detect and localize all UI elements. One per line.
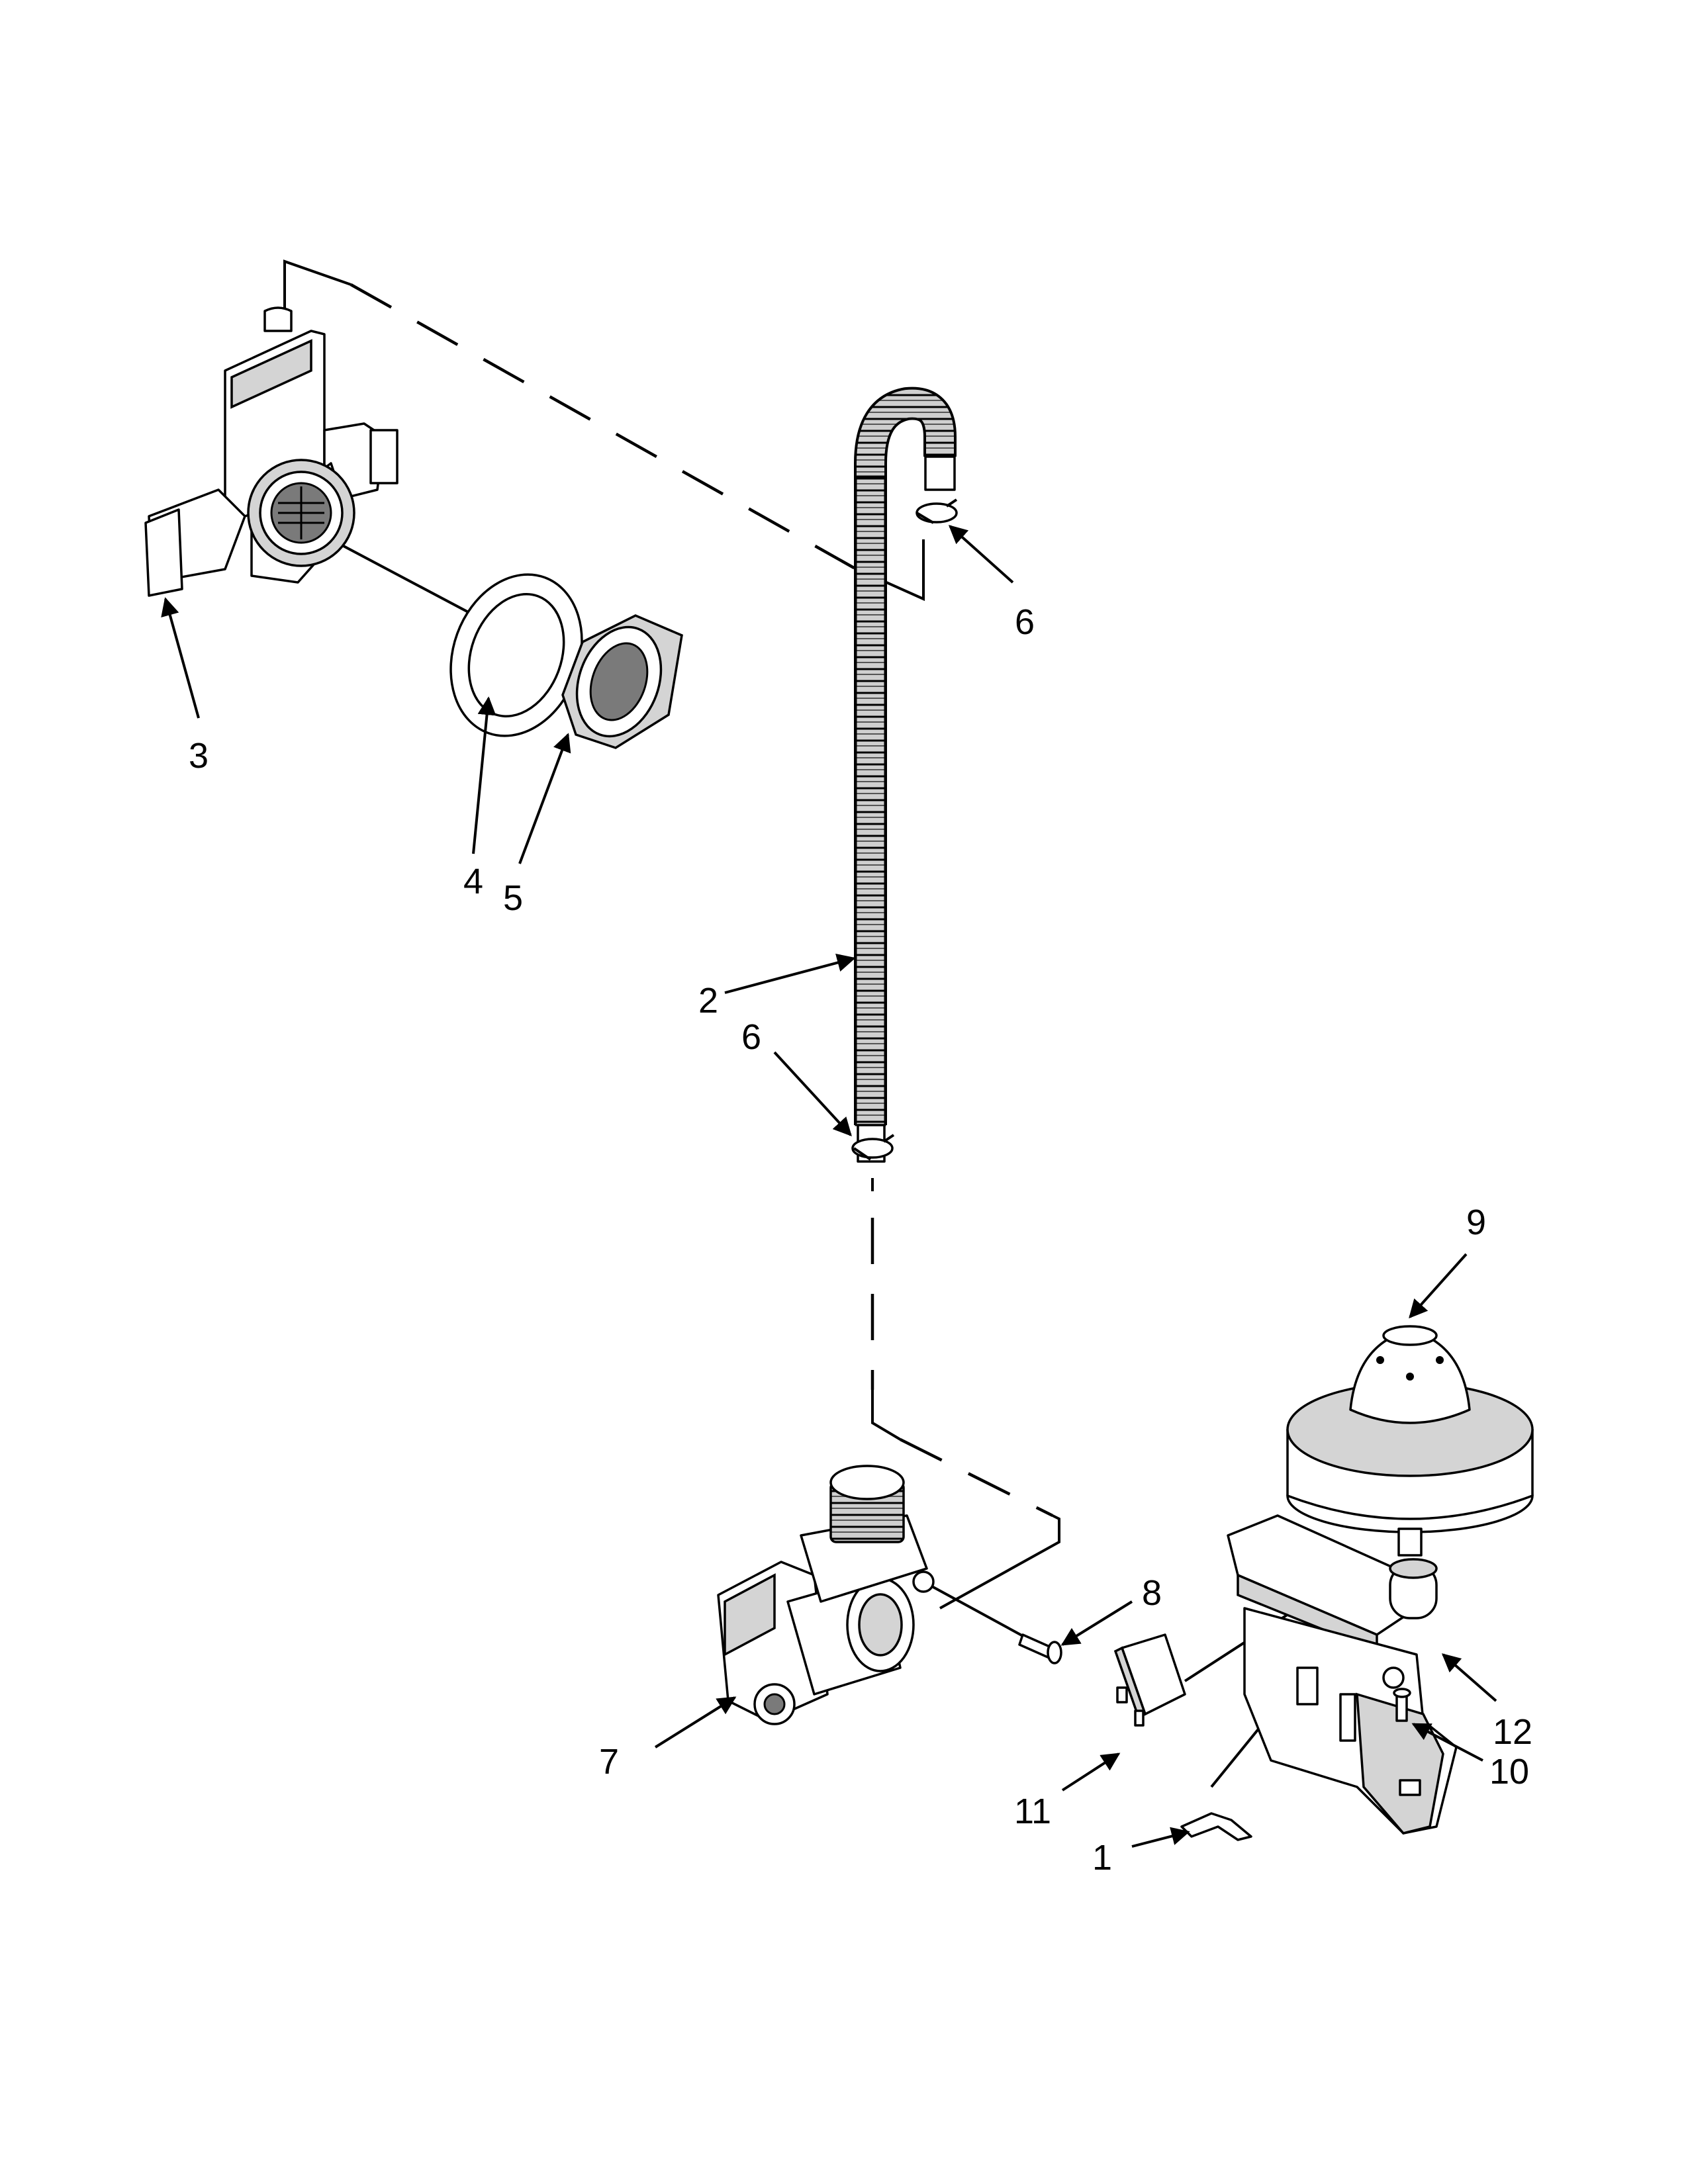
nut [561,614,683,749]
callout-8: 8 [1142,1573,1162,1613]
fill-hose [854,387,957,1163]
screw [1018,1633,1062,1664]
callout-1: 1 [1092,1838,1112,1878]
callout-7: 7 [599,1742,619,1782]
callout-3: 3 [189,736,209,776]
bracket-screw [1393,1688,1411,1722]
callout-6-top: 6 [1015,602,1035,642]
vent-housing [144,306,399,597]
callout-10: 10 [1489,1752,1529,1792]
callout-12: 12 [1493,1712,1532,1752]
callout-5: 5 [503,878,523,918]
hose-clamp-bottom [851,1134,895,1161]
gasket [449,573,583,737]
float [1286,1325,1534,1557]
hose-clamp-top [915,498,958,524]
callout-11: 11 [1014,1792,1051,1831]
water-valve [717,1465,935,1725]
leader-lines [161,525,1497,1848]
callout-4: 4 [463,862,483,901]
callout-labels: 1 2 3 4 5 6 6 7 8 9 10 11 12 [189,602,1532,1878]
callout-6-bottom: 6 [741,1017,761,1057]
callout-2: 2 [698,981,718,1021]
callout-9: 9 [1466,1203,1486,1242]
float-switch-bracket [1227,1514,1458,1835]
assembly-lines [283,259,1299,1788]
clip [1180,1812,1252,1841]
micro-switch [1113,1633,1186,1727]
